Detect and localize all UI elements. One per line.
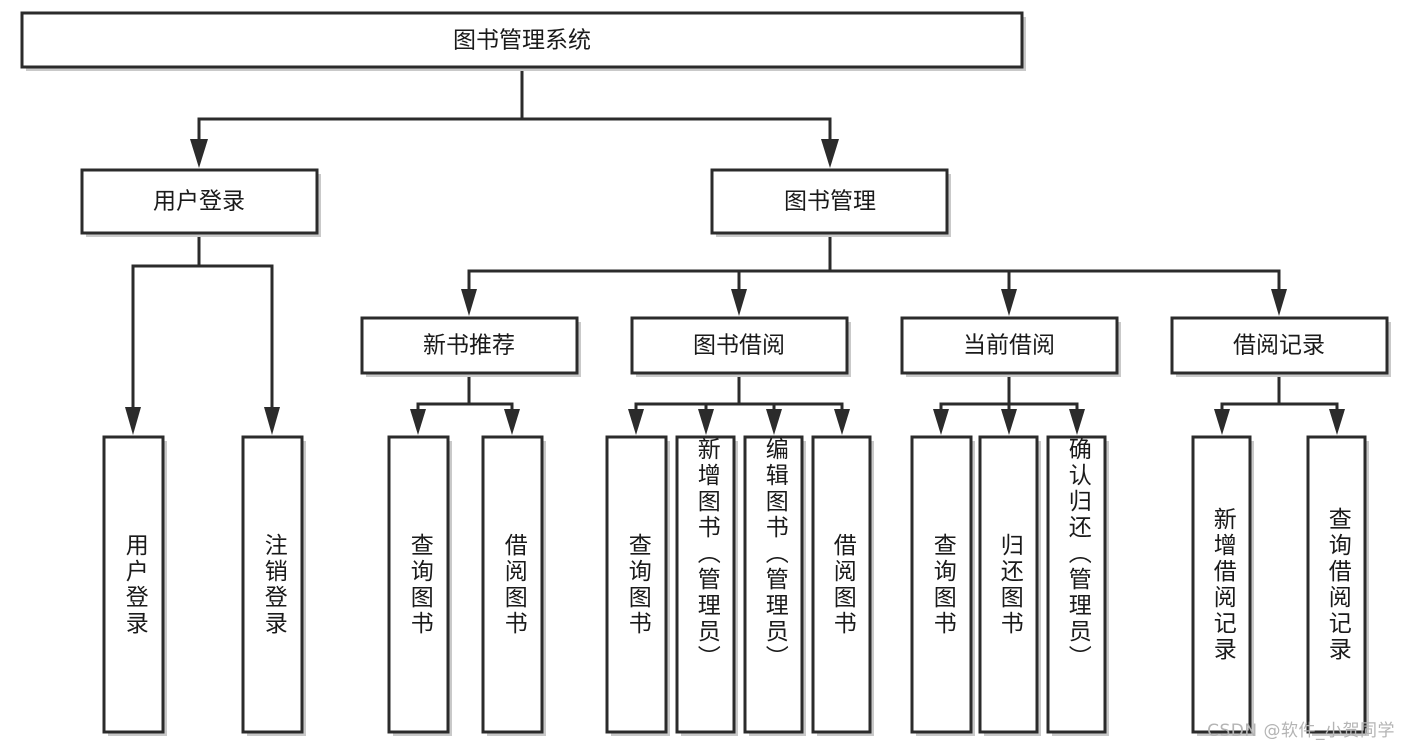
node-book-management-box: [710, 168, 949, 235]
leaf-box-group: [102, 435, 1369, 736]
node-user-login-label: 用户登录: [153, 189, 245, 215]
leaf-box-add-record[interactable]: [1191, 435, 1252, 734]
node-book-management-label: 图书管理: [784, 189, 876, 215]
arrow-to-leaf-add-book: [698, 409, 714, 435]
arrow-to-leaf-confirm-return: [1069, 409, 1085, 435]
leaf-box-user-login[interactable]: [102, 435, 165, 734]
leaf-box-query-book-2[interactable]: [605, 435, 668, 734]
node-new-book-recommend[interactable]: 新书推荐: [360, 316, 581, 377]
node-borrow-record-box: [1170, 316, 1389, 375]
node-current-borrow[interactable]: 当前借阅: [900, 316, 1121, 377]
connector-group: [125, 65, 1345, 435]
leaf-box-borrow-book-1[interactable]: [481, 435, 544, 734]
arrow-to-leaf-query-book-2: [628, 409, 644, 435]
node-new-book-recommend-label: 新书推荐: [423, 333, 515, 359]
arrow-to-new-book-recommend: [461, 289, 477, 316]
node-borrow-record[interactable]: 借阅记录: [1170, 316, 1391, 377]
node-root-box: [20, 11, 1024, 69]
arrow-to-leaf-edit-book: [766, 409, 782, 435]
watermark-text: CSDN @软件_小贺同学: [1207, 721, 1395, 741]
arrow-to-leaf-logout: [264, 407, 280, 435]
leaf-box-confirm-return[interactable]: [1046, 435, 1107, 734]
node-book-borrow-box: [630, 316, 849, 375]
arrow-to-user-login: [190, 139, 208, 168]
arrow-to-leaf-return-book: [1001, 409, 1017, 435]
arrow-to-leaf-add-record: [1214, 409, 1230, 435]
leaf-box-query-book-3[interactable]: [910, 435, 973, 734]
arrow-to-book-borrow: [731, 289, 747, 316]
node-root-label: 图书管理系统: [453, 28, 591, 54]
node-user-login-box: [80, 168, 319, 235]
node-root[interactable]: 图书管理系统: [20, 11, 1026, 71]
arrow-to-leaf-query-record: [1329, 409, 1345, 435]
node-borrow-record-label: 借阅记录: [1233, 333, 1325, 359]
arrow-to-leaf-query-book-1: [410, 409, 426, 435]
arrow-to-leaf-user-login: [125, 407, 141, 435]
arrow-to-borrow-record: [1271, 289, 1287, 316]
node-current-borrow-label: 当前借阅: [963, 333, 1055, 359]
leaf-box-logout[interactable]: [241, 435, 304, 734]
node-book-borrow-label: 图书借阅: [693, 333, 785, 359]
node-current-borrow-box: [900, 316, 1119, 375]
node-user-login[interactable]: 用户登录: [80, 168, 321, 237]
node-book-management[interactable]: 图书管理: [710, 168, 951, 237]
leaf-box-return-book[interactable]: [978, 435, 1039, 734]
leaf-box-add-book[interactable]: [675, 435, 736, 734]
arrow-to-leaf-query-book-3: [933, 409, 949, 435]
node-book-borrow[interactable]: 图书借阅: [630, 316, 851, 377]
node-new-book-recommend-box: [360, 316, 579, 375]
leaf-box-borrow-book-2[interactable]: [811, 435, 872, 734]
leaf-box-edit-book[interactable]: [743, 435, 804, 734]
arrow-to-current-borrow: [1001, 289, 1017, 316]
arrow-to-leaf-borrow-book-2: [834, 409, 850, 435]
arrow-to-book-management: [821, 139, 839, 168]
leaf-box-query-book-1[interactable]: [387, 435, 450, 734]
arrow-to-leaf-borrow-book-1: [504, 409, 520, 435]
leaf-box-query-record[interactable]: [1306, 435, 1367, 734]
